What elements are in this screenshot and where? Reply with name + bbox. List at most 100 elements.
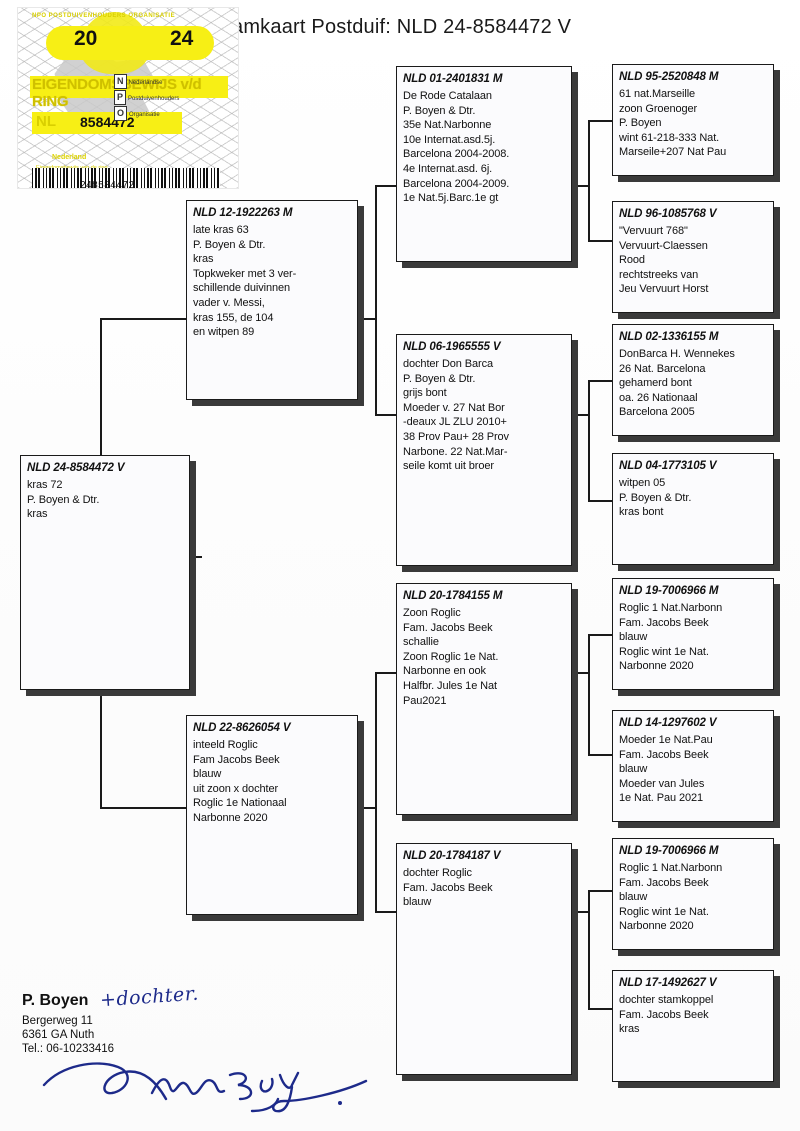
connector	[588, 120, 590, 240]
detail-line: blauw	[403, 896, 432, 909]
detail-line: "Vervuurt 768"	[619, 225, 688, 237]
npo-initial-o: O	[114, 106, 128, 121]
detail-line: Narbonne 2020	[619, 660, 694, 673]
year-pill	[46, 26, 214, 60]
barcode	[32, 168, 220, 188]
connector	[588, 890, 612, 892]
pedigree-node-gen4-1[interactable]: NLD 95-2520848 M 61 nat.Marseille zoon G…	[612, 64, 774, 176]
npo-line-3: Organisatie	[129, 112, 160, 118]
pedigree-node-subject[interactable]: NLD 24-8584472 V kras 72 P. Boyen & Dtr.…	[20, 455, 190, 690]
pedigree-node-gen3-4[interactable]: NLD 20-1784187 V dochter Roglic Fam. Jac…	[396, 843, 572, 1075]
connector	[588, 240, 612, 242]
ownership-band	[30, 76, 228, 98]
pedigree-node-gen4-4[interactable]: NLD 04-1773105 V witpen 05 P. Boyen & Dt…	[612, 453, 774, 565]
detail-line: en witpen 89	[193, 326, 255, 339]
pedigree-node-gen3-1[interactable]: NLD 01-2401831 M De Rode Catalaan P. Boy…	[396, 66, 572, 262]
connector	[375, 185, 377, 415]
connector	[588, 380, 590, 500]
connector	[588, 754, 612, 756]
detail-line: Narbonne en ook	[403, 665, 486, 678]
year-right: 24	[170, 27, 194, 50]
connector	[572, 672, 590, 674]
connector	[375, 911, 397, 913]
detail-line: 61 nat.Marseille	[619, 88, 696, 100]
pedigree-node-sire[interactable]: NLD 12-1922263 M late kras 63 P. Boyen &…	[186, 200, 358, 400]
country-code: NL	[36, 113, 56, 130]
ring-id: NLD 24-8584472 V	[27, 462, 125, 474]
detail-line: Roglic wint 1e Nat.	[619, 905, 709, 918]
ring-id: NLD 06-1965555 V	[403, 341, 501, 353]
detail-line: blauw	[619, 891, 648, 904]
detail-line: schallie	[403, 636, 439, 649]
connector	[588, 634, 590, 754]
ring-id: NLD 12-1922263 M	[193, 207, 293, 219]
detail-line: Topkweker met 3 ver-	[193, 267, 297, 280]
detail-line: 1e Nat.5j.Barc.1e gt	[403, 192, 499, 205]
detail-line: gehamerd bont	[619, 377, 692, 390]
detail-line: 4e Internat.asd. 6j.	[403, 162, 493, 175]
ring-id: NLD 96-1085768 V	[619, 208, 717, 220]
detail-line: P. Boyen & Dtr.	[193, 238, 266, 251]
detail-line: Zoon Roglic 1e Nat.	[403, 650, 499, 663]
npo-line-2: Postduivenhouders	[128, 96, 180, 102]
detail-line: Jeu Vervuurt Horst	[619, 283, 709, 296]
pedigree-node-gen3-3[interactable]: NLD 20-1784155 M Zoon Roglic Fam. Jacobs…	[396, 583, 572, 815]
detail-line: kras bont	[619, 506, 664, 519]
detail-line: wint 61-218-333 Nat.	[619, 131, 720, 144]
detail-line: Fam. Jacobs Beek	[619, 616, 709, 629]
detail-line: Fam Jacobs Beek	[193, 753, 280, 766]
connector	[588, 380, 612, 382]
detail-line: Fam. Jacobs Beek	[619, 1008, 709, 1021]
connector	[588, 1008, 612, 1010]
detail-line: Rood	[619, 254, 645, 267]
pedigree-node-gen4-2[interactable]: NLD 96-1085768 V "Vervuurt 768" Vervuurt…	[612, 201, 774, 313]
pedigree-node-gen4-5[interactable]: NLD 19-7006966 M Roglic 1 Nat.Narbonn Fa…	[612, 578, 774, 690]
pedigree-node-gen4-8[interactable]: NLD 17-1492627 V dochter stamkoppel Fam.…	[612, 970, 774, 1082]
detail-line: late kras 63	[193, 224, 249, 236]
ring-certificate-image: NPO POSTDUIVENHOUDERS ORGANISATIE 20 24 …	[18, 8, 238, 188]
npo-line-1: Nederlandse	[128, 80, 163, 86]
detail-line: dochter Don Barca	[403, 358, 494, 370]
ring-id: NLD 22-8626054 V	[193, 722, 291, 734]
signature	[42, 1062, 368, 1113]
detail-line: 26 Nat. Barcelona	[619, 362, 706, 375]
detail-line: kras	[27, 508, 48, 521]
detail-line: blauw	[619, 763, 648, 776]
detail-line: kras 155, de 104	[193, 311, 274, 324]
page-title: amkaart Postduif: NLD 24-8584472 V	[232, 16, 572, 38]
pedigree-node-gen4-7[interactable]: NLD 19-7006966 M Roglic 1 Nat.Narbonn Fa…	[612, 838, 774, 950]
detail-line: Halfbr. Jules 1e Nat	[403, 679, 497, 692]
detail-line: kras 72	[27, 479, 63, 491]
detail-line: Moeder 1e Nat.Pau	[619, 734, 713, 746]
detail-line: rechtstreeks van	[619, 268, 699, 281]
connector	[375, 185, 397, 187]
detail-line: witpen 05	[619, 477, 666, 489]
ring-id: NLD 17-1492627 V	[619, 977, 717, 989]
detail-line: Fam. Jacobs Beek	[403, 621, 493, 634]
ring-id: NLD 01-2401831 M	[403, 73, 503, 85]
ring-id: NLD 19-7006966 M	[619, 585, 719, 597]
connector	[100, 807, 188, 809]
detail-line: Moeder van Jules	[619, 777, 705, 790]
detail-line: 38 Prov Pau+ 28 Prov	[403, 430, 509, 443]
detail-line: Fam. Jacobs Beek	[403, 881, 493, 894]
connector	[358, 318, 377, 320]
connector	[572, 414, 590, 416]
pedigree-node-gen4-6[interactable]: NLD 14-1297602 V Moeder 1e Nat.Pau Fam. …	[612, 710, 774, 822]
detail-line: P. Boyen	[619, 117, 662, 130]
pedigree-node-dam[interactable]: NLD 22-8626054 V inteeld Roglic Fam Jaco…	[186, 715, 358, 915]
detail-line: Vervuurt-Claessen	[619, 239, 708, 252]
detail-line: schillende duivinnen	[193, 282, 291, 295]
pedigree-node-gen3-2[interactable]: NLD 06-1965555 V dochter Don Barca P. Bo…	[396, 334, 572, 566]
connector	[375, 672, 397, 674]
detail-line: De Rode Catalaan	[403, 90, 492, 102]
detail-line: Narbonne 2020	[193, 811, 268, 824]
pedigree-node-gen4-3[interactable]: NLD 02-1336155 M DonBarca H. Wennekes 26…	[612, 324, 774, 436]
connector	[588, 890, 590, 1008]
connector	[100, 318, 188, 320]
detail-line: P. Boyen & Dtr.	[27, 493, 100, 506]
detail-line: dochter Roglic	[403, 867, 472, 879]
detail-line: DonBarca H. Wennekes	[619, 348, 735, 360]
detail-line: blauw	[193, 768, 222, 781]
